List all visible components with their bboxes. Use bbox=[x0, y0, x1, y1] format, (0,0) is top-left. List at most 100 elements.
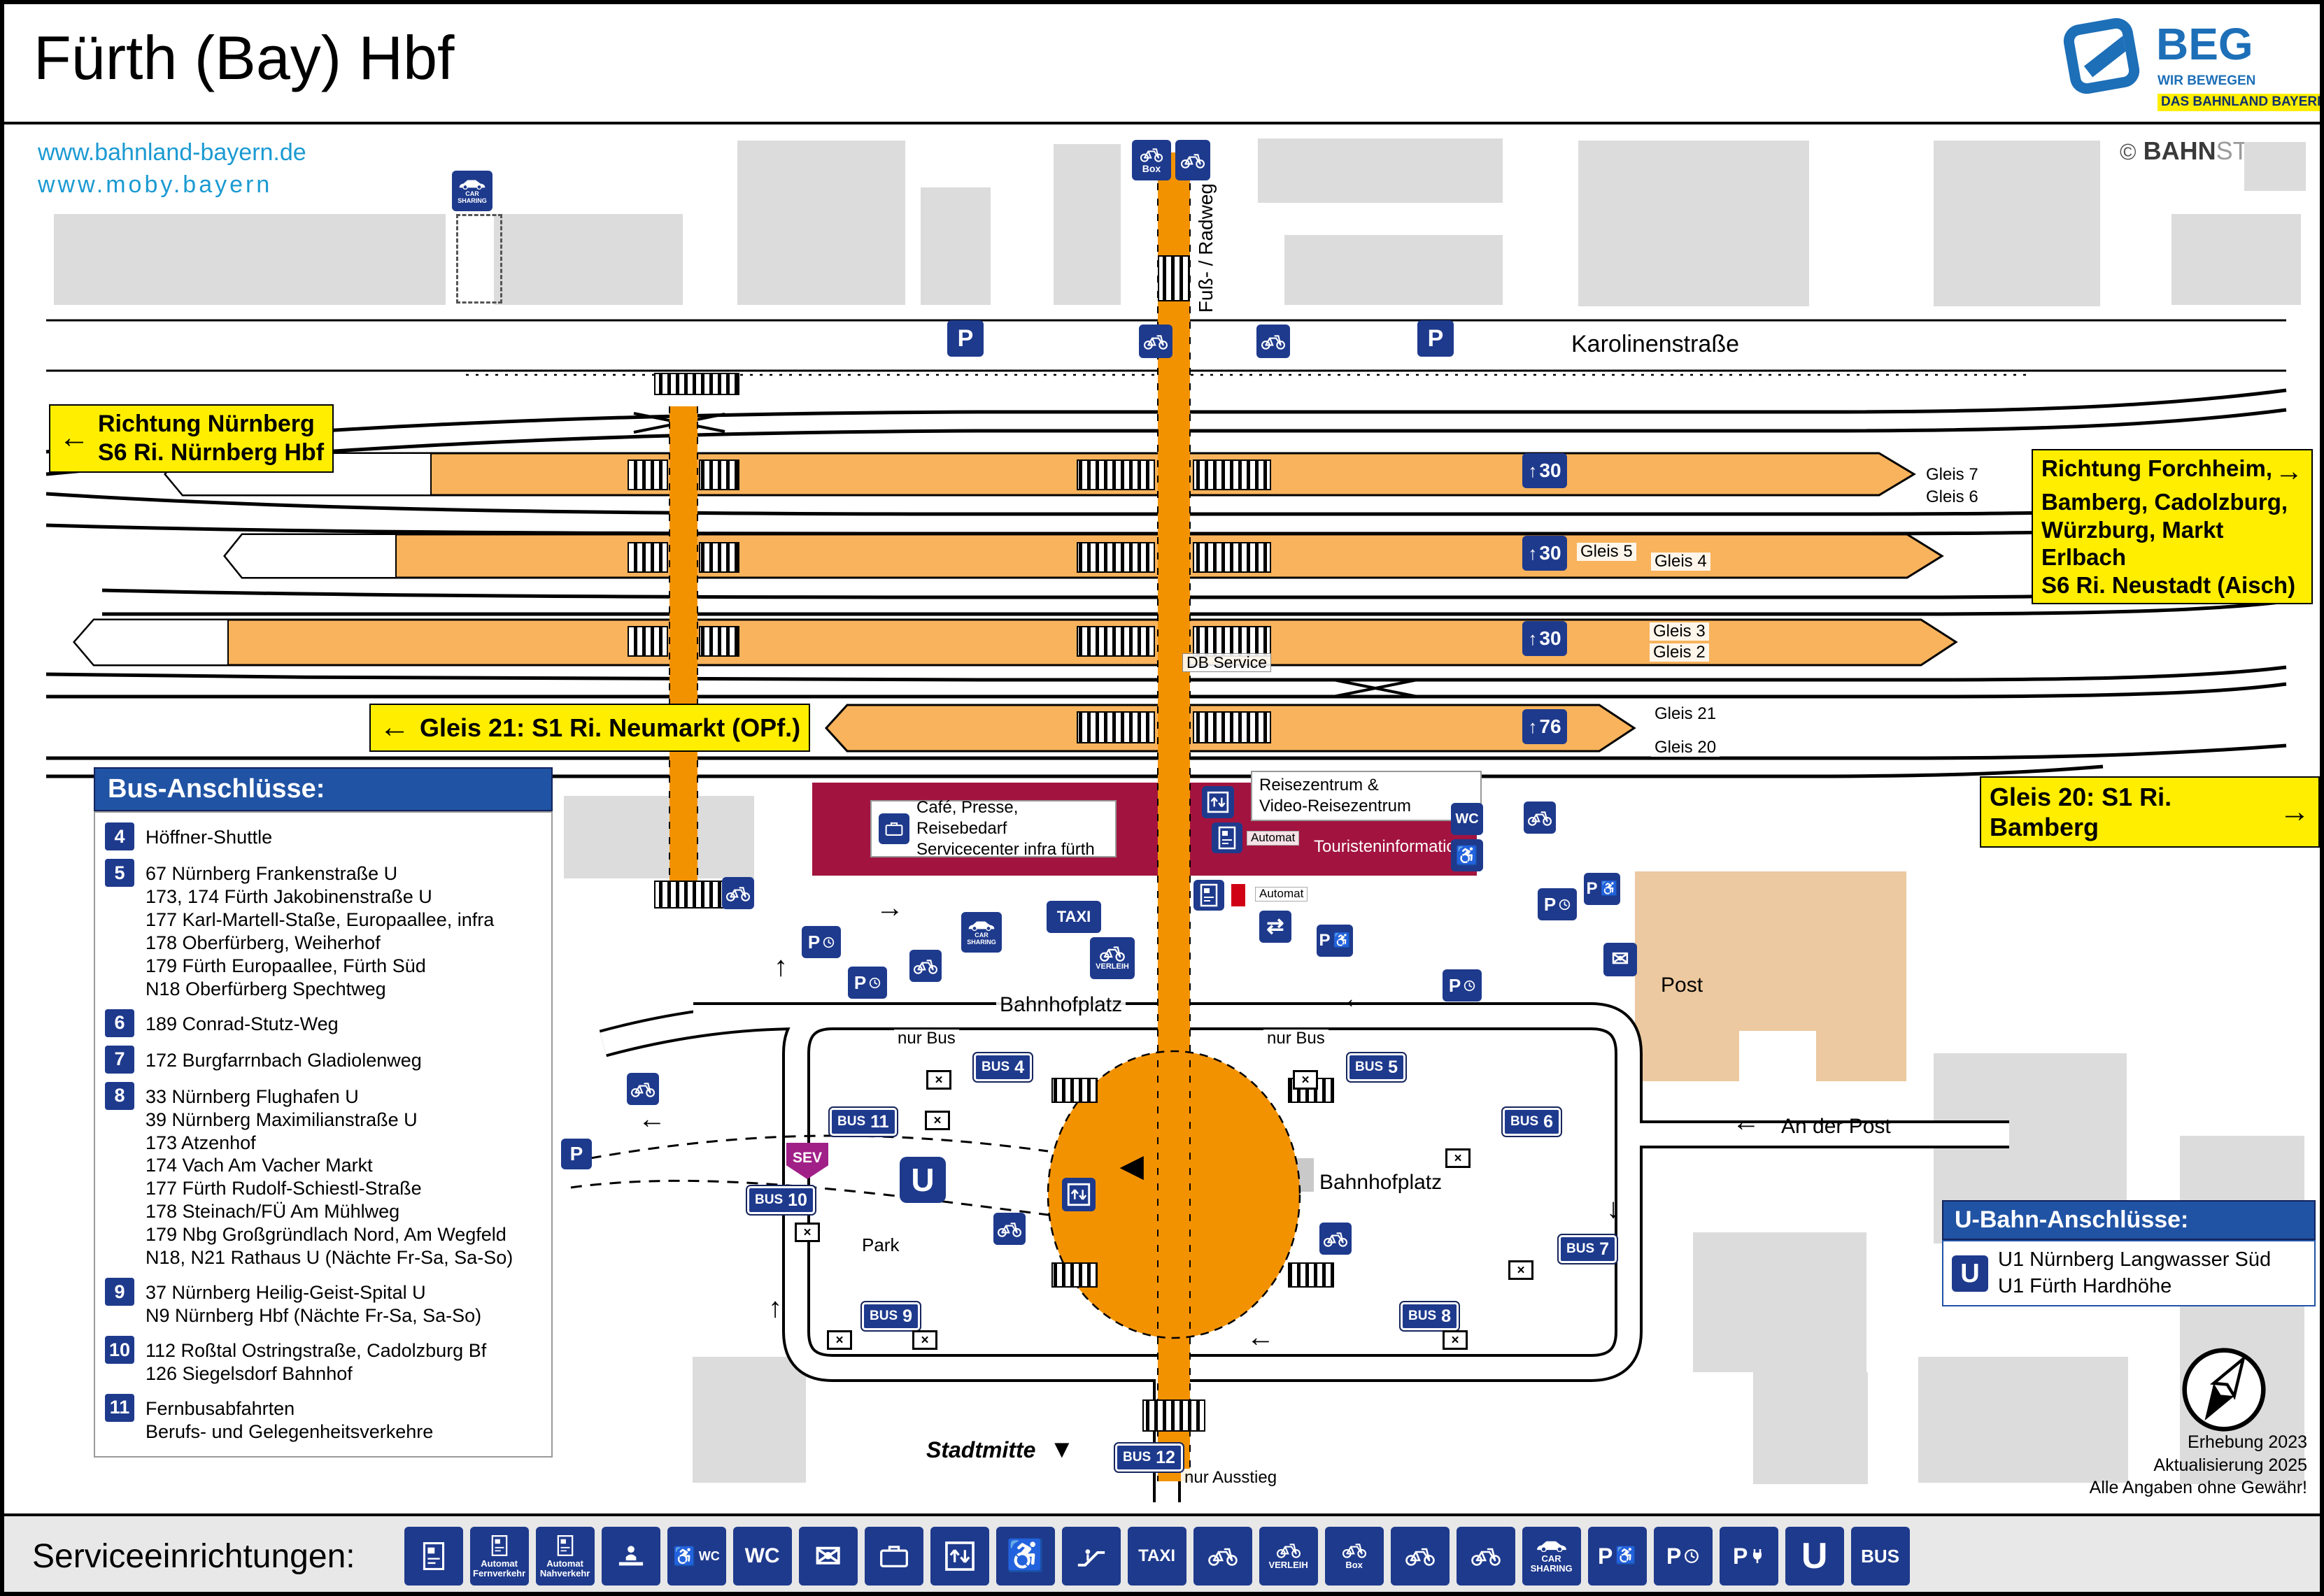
car-sharing-spot bbox=[456, 214, 502, 304]
parking-time-icon: P bbox=[848, 967, 887, 999]
bike-icon bbox=[993, 1213, 1026, 1245]
direction-gleis21-text: Gleis 21: S1 Ri. Neumarkt (OPf.) bbox=[420, 713, 801, 742]
direction-label-gleis21: ← Gleis 21: S1 Ri. Neumarkt (OPf.) bbox=[369, 704, 811, 752]
bike-rental-icon: VERLEIH bbox=[1259, 1527, 1318, 1586]
bus-shelter-icon: × bbox=[925, 1111, 950, 1130]
arrow-up-icon: ↑ bbox=[1528, 542, 1538, 564]
direction-label-forchheim: Richtung Forchheim,→ Bamberg, Cadolzburg… bbox=[2032, 449, 2313, 605]
taxi-icon: TAXI bbox=[1127, 1527, 1186, 1586]
track-label-gleis4: Gleis 4 bbox=[1651, 552, 1710, 571]
ticket-machine-label: Automat bbox=[1255, 887, 1308, 902]
ticket-machine-icon bbox=[1212, 822, 1242, 853]
wheelchair-icon: ♿ bbox=[1455, 845, 1479, 866]
wc-accessible-icon: ♿WC bbox=[667, 1527, 726, 1586]
arrow-left-icon: ← bbox=[1247, 1322, 1275, 1353]
building bbox=[1934, 141, 2100, 306]
bahnstadt-bold: BAHN bbox=[2143, 136, 2216, 165]
reisezentrum-line2: Video-Reisezentrum bbox=[1259, 797, 1411, 815]
bus-connection-row: 5 67 Nürnberg Frankenstraße U 173, 174 F… bbox=[105, 859, 541, 1001]
building bbox=[1578, 141, 1809, 306]
parking-accessible-icon: P♿ bbox=[1587, 1527, 1647, 1586]
ubahn-line1: U1 Nürnberg Langwasser Süd bbox=[1998, 1248, 2272, 1271]
shop-icon bbox=[879, 813, 909, 844]
building bbox=[693, 1357, 806, 1483]
ubahn-connections-panel: U-Bahn-Anschlüsse: U U1 Nürnberg Langwas… bbox=[1942, 1200, 2316, 1307]
building bbox=[1693, 1232, 1866, 1372]
track-label-gleis3: Gleis 3 bbox=[1650, 622, 1709, 641]
nur-bus-label: nur Bus bbox=[1263, 1029, 1328, 1048]
ubahn-title: U-Bahn-Anschlüsse: bbox=[1942, 1200, 2316, 1240]
db-service-label: DB Service bbox=[1182, 653, 1272, 673]
ubahn-icon: U bbox=[1785, 1527, 1844, 1586]
bus-icon: BUS bbox=[1850, 1527, 1910, 1586]
street-label-an-der-post: An der Post bbox=[1781, 1115, 1891, 1138]
building bbox=[921, 187, 991, 305]
building bbox=[1753, 1372, 1868, 1484]
platform-marker: ↑30 bbox=[1522, 453, 1567, 488]
building bbox=[1054, 144, 1121, 305]
parking-time-icon: P bbox=[1538, 888, 1577, 920]
ticket-machine-icon bbox=[1193, 880, 1224, 911]
service-counter-icon bbox=[601, 1527, 660, 1586]
bike-icon bbox=[627, 1073, 659, 1105]
elevator-icon bbox=[1062, 1178, 1096, 1211]
parking-time-icon: P bbox=[1443, 969, 1482, 1002]
stadtmitte-label: Stadtmitte bbox=[926, 1437, 1036, 1462]
track-label-gleis20: Gleis 20 bbox=[1651, 738, 1720, 757]
bus-connections-panel: Bus-Anschlüsse: 4 Höffner-Shuttle 5 67 N… bbox=[94, 767, 553, 1458]
direction-forchheim-line3: Würzburg, Markt Erlbach bbox=[2041, 516, 2224, 571]
wheelchair-icon: ♿ bbox=[996, 1527, 1055, 1586]
track-label-gleis2: Gleis 2 bbox=[1650, 643, 1709, 662]
escalator-icon bbox=[1061, 1527, 1121, 1586]
wheelchair-icon: ♿ bbox=[673, 1546, 696, 1567]
bus-shelter-icon: × bbox=[795, 1223, 820, 1242]
bus-connections-title: Bus-Anschlüsse: bbox=[94, 767, 553, 811]
map-graphics bbox=[45, 152, 2287, 1502]
bike-icon bbox=[1456, 1527, 1515, 1586]
compass-icon bbox=[2178, 1344, 2269, 1435]
wheelchair-icon: ♿ bbox=[1600, 881, 1618, 897]
reisezentrum-label: Reisezentrum & Video-Reisezentrum bbox=[1251, 771, 1482, 821]
parking-icon: P bbox=[947, 320, 984, 357]
square-label-bahnhofplatz: Bahnhofplatz bbox=[1319, 1171, 1443, 1194]
direction-forchheim-line1: Richtung Forchheim, bbox=[2041, 455, 2272, 481]
direction-label-nuernberg: ← Richtung Nürnberg S6 Ri. Nürnberg Hbf bbox=[49, 404, 334, 473]
bike-icon bbox=[1175, 140, 1210, 180]
moby-link[interactable]: www.moby.bayern bbox=[38, 171, 273, 198]
post-label: Post bbox=[1661, 974, 1703, 997]
platform-marker: ↑30 bbox=[1522, 536, 1567, 571]
track-label-gleis5: Gleis 5 bbox=[1577, 542, 1636, 562]
direction-nbg-line1: Richtung Nürnberg bbox=[98, 411, 315, 437]
nur-ausstieg-label: nur Ausstieg bbox=[1181, 1468, 1281, 1488]
ubahn-icon: U bbox=[1952, 1255, 1988, 1292]
beg-tagline-1: WIR BEWEGEN bbox=[2158, 73, 2256, 88]
elevator-icon bbox=[930, 1527, 989, 1586]
ubahn-entrance-icon: U bbox=[900, 1157, 946, 1203]
platforms-group bbox=[73, 452, 1958, 753]
bahnland-link[interactable]: www.bahnland-bayern.de bbox=[38, 139, 306, 166]
wheelchair-icon: ♿ bbox=[1333, 933, 1351, 948]
bike-icon bbox=[909, 950, 942, 982]
db-ticket-machine-icon bbox=[1230, 883, 1247, 908]
direction-label-gleis20: Gleis 20: S1 Ri. Bamberg → bbox=[1980, 776, 2320, 848]
bus-shelter-icon: × bbox=[827, 1330, 852, 1350]
arrow-left-icon: ← bbox=[1732, 1106, 1760, 1137]
square-label-bahnhofplatz: Bahnhofplatz bbox=[996, 993, 1126, 1016]
car-sharing-icon: CAR SHARING bbox=[1522, 1527, 1581, 1586]
building bbox=[2171, 214, 2301, 305]
note-line2: Aktualisierung 2025 bbox=[2153, 1455, 2307, 1475]
direction-pointer-icon: ◀ bbox=[1121, 1149, 1144, 1182]
swap-arrows-icon: ⇄ bbox=[1259, 911, 1291, 943]
parking-icon: P bbox=[1417, 320, 1454, 357]
beg-tagline-2: DAS BAHNLAND BAYERN bbox=[2158, 94, 2320, 111]
note-line1: Erhebung 2023 bbox=[2188, 1432, 2307, 1452]
